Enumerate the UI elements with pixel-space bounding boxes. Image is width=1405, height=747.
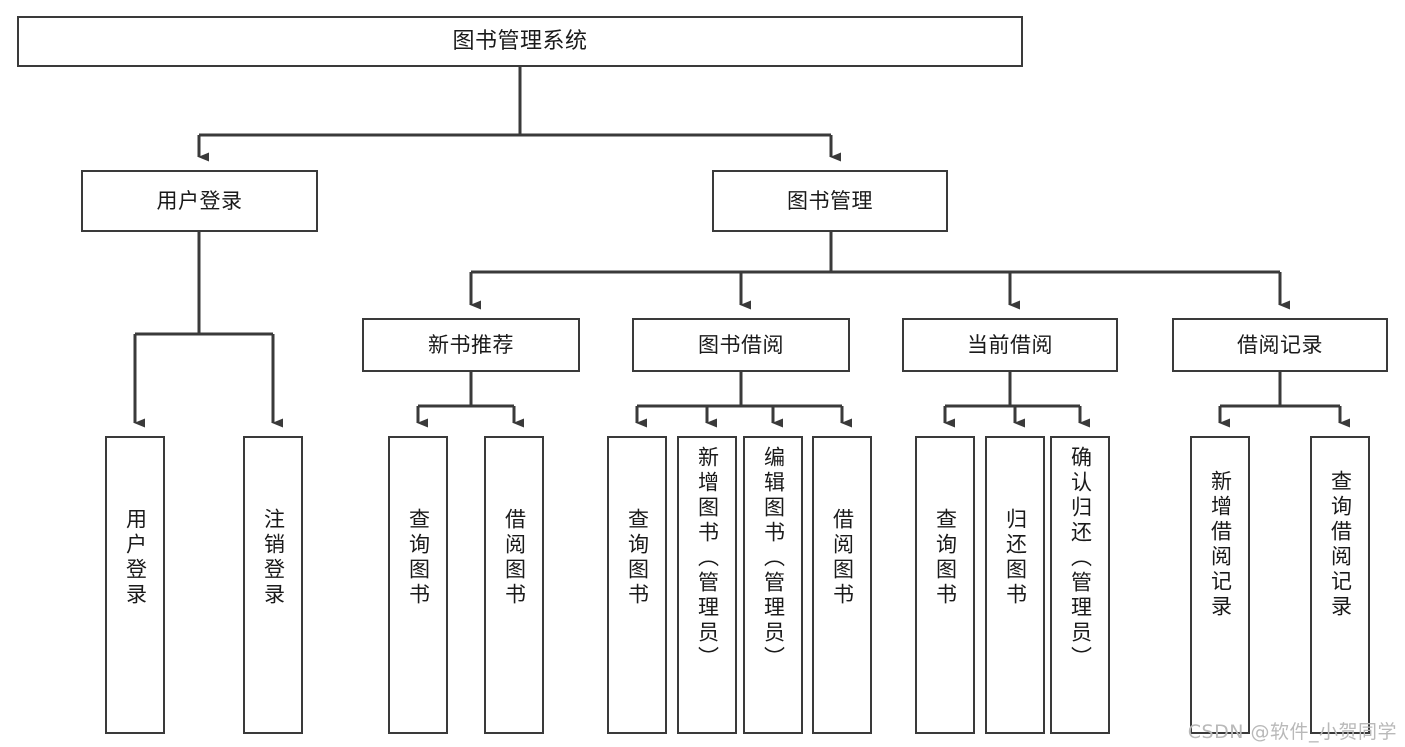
node-leaf-confirm-return-label: 确认归还（管理员） <box>1068 446 1093 671</box>
node-leaf-add-borrow-record[interactable]: 新增借阅记录 <box>1190 436 1250 734</box>
node-leaf-query-book-1[interactable]: 查询图书 <box>388 436 448 734</box>
node-new-book-recommend-label: 新书推荐 <box>428 332 514 357</box>
node-leaf-confirm-return[interactable]: 确认归还（管理员） <box>1050 436 1110 734</box>
node-leaf-borrow-book-2[interactable]: 借阅图书 <box>812 436 872 734</box>
node-borrow-record-label: 借阅记录 <box>1237 332 1323 357</box>
node-book-manage-label: 图书管理 <box>787 188 873 213</box>
node-leaf-add-book[interactable]: 新增图书（管理员） <box>677 436 737 734</box>
node-leaf-query-book-3-label: 查询图书 <box>933 508 958 608</box>
csdn-watermark: CSDN @软件_小贺同学 <box>1187 721 1397 743</box>
node-leaf-return-book-label: 归还图书 <box>1003 508 1028 608</box>
node-leaf-user-login[interactable]: 用户登录 <box>105 436 165 734</box>
node-leaf-query-borrow-record-label: 查询借阅记录 <box>1328 470 1353 620</box>
node-current-borrow[interactable]: 当前借阅 <box>902 318 1118 372</box>
node-leaf-edit-book[interactable]: 编辑图书（管理员） <box>743 436 803 734</box>
node-root-label: 图书管理系统 <box>452 28 588 54</box>
node-leaf-add-borrow-record-label: 新增借阅记录 <box>1208 470 1233 620</box>
node-leaf-query-book-1-label: 查询图书 <box>406 508 431 608</box>
node-root[interactable]: 图书管理系统 <box>17 16 1023 67</box>
node-leaf-query-book-2[interactable]: 查询图书 <box>607 436 667 734</box>
node-book-manage[interactable]: 图书管理 <box>712 170 948 232</box>
node-leaf-edit-book-label: 编辑图书（管理员） <box>761 446 786 671</box>
node-leaf-query-book-3[interactable]: 查询图书 <box>915 436 975 734</box>
node-leaf-add-book-label: 新增图书（管理员） <box>695 446 720 671</box>
node-leaf-return-book[interactable]: 归还图书 <box>985 436 1045 734</box>
node-user-login[interactable]: 用户登录 <box>81 170 318 232</box>
node-leaf-logout-label: 注销登录 <box>261 508 286 608</box>
node-book-borrow-label: 图书借阅 <box>698 332 784 357</box>
node-borrow-record[interactable]: 借阅记录 <box>1172 318 1388 372</box>
node-leaf-query-book-2-label: 查询图书 <box>625 508 650 608</box>
node-leaf-logout[interactable]: 注销登录 <box>243 436 303 734</box>
node-leaf-query-borrow-record[interactable]: 查询借阅记录 <box>1310 436 1370 734</box>
node-new-book-recommend[interactable]: 新书推荐 <box>362 318 580 372</box>
node-current-borrow-label: 当前借阅 <box>967 332 1053 357</box>
node-leaf-borrow-book-2-label: 借阅图书 <box>830 508 855 608</box>
node-book-borrow[interactable]: 图书借阅 <box>632 318 850 372</box>
node-leaf-borrow-book-1-label: 借阅图书 <box>502 508 527 608</box>
node-user-login-label: 用户登录 <box>156 188 243 213</box>
node-leaf-user-login-label: 用户登录 <box>123 508 148 608</box>
node-leaf-borrow-book-1[interactable]: 借阅图书 <box>484 436 544 734</box>
